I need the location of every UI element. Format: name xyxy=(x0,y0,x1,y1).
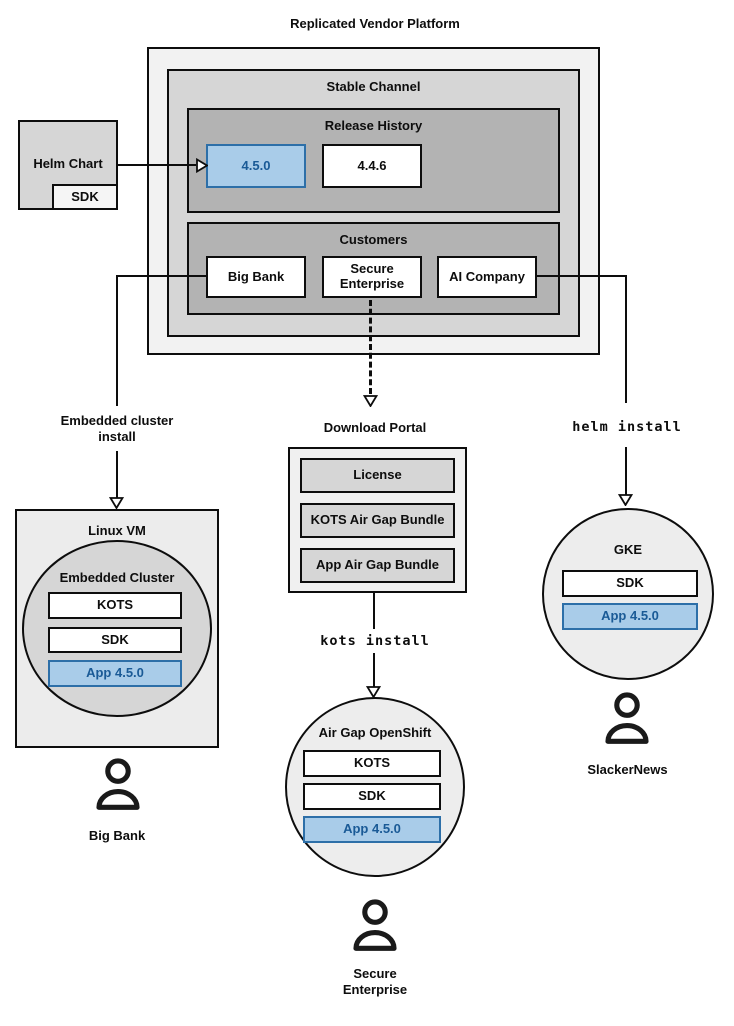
secure-flow-dashed-line xyxy=(369,300,372,394)
gke-circle: GKE SDK App 4.5.0 xyxy=(542,508,714,680)
component-app: App 4.5.0 xyxy=(303,816,441,843)
airgap-openshift-circle: Air Gap OpenShift KOTS SDK App 4.5.0 xyxy=(285,697,465,877)
slacker-flow-line-v1 xyxy=(625,275,627,403)
customers-label: Customers xyxy=(339,232,408,247)
slacker-flow-line-v2 xyxy=(625,447,627,495)
portal-item-app-bundle: App Air Gap Bundle xyxy=(300,548,455,583)
portal-item-license: License xyxy=(300,458,455,493)
big-bank-user-label: Big Bank xyxy=(88,828,146,843)
customer-node-big-bank: Big Bank xyxy=(206,256,306,298)
linux-vm-label: Linux VM xyxy=(88,523,146,538)
arrow-down-icon xyxy=(363,395,378,407)
component-kots: KOTS xyxy=(303,750,441,777)
download-portal-box: License KOTS Air Gap Bundle App Air Gap … xyxy=(288,447,467,593)
portal-item-kots-bundle: KOTS Air Gap Bundle xyxy=(300,503,455,538)
big-bank-flow-line-h xyxy=(117,275,206,277)
component-sdk: SDK xyxy=(48,627,182,653)
embedded-cluster-circle: Embedded Cluster KOTS SDK App 4.5.0 xyxy=(22,540,212,717)
user-icon-secure-enterprise xyxy=(349,899,401,955)
big-bank-flow-line-v2 xyxy=(116,451,118,498)
release-history-label: Release History xyxy=(324,118,423,133)
arrow-right-icon xyxy=(196,158,208,173)
release-history-box: Release History 4.5.0 4.4.6 xyxy=(187,108,560,213)
slackernews-user-label: SlackerNews xyxy=(587,762,668,777)
component-sdk: SDK xyxy=(303,783,441,810)
big-bank-flow-line-v1 xyxy=(116,275,118,406)
airgap-openshift-label: Air Gap OpenShift xyxy=(318,725,432,740)
download-portal-label: Download Portal xyxy=(323,420,427,435)
kots-install-label: kots install xyxy=(320,633,430,649)
kots-install-line-v2 xyxy=(373,653,375,687)
release-node-450: 4.5.0 xyxy=(206,144,306,188)
arrow-down-icon xyxy=(366,686,381,698)
diagram-title: Replicated Vendor Platform xyxy=(290,16,460,31)
helm-chart-sdk-chip: SDK xyxy=(52,184,118,210)
slacker-flow-line-h xyxy=(537,275,627,277)
linux-vm-box: Linux VM Embedded Cluster KOTS SDK App 4… xyxy=(15,509,219,748)
gke-label: GKE xyxy=(613,542,643,557)
customer-node-ai-company: AI Company xyxy=(437,256,537,298)
user-icon-big-bank xyxy=(92,758,144,814)
customers-box: Customers Big Bank Secure Enterprise AI … xyxy=(187,222,560,315)
customer-node-secure-enterprise: Secure Enterprise xyxy=(322,256,422,298)
kots-install-line-v1 xyxy=(373,593,375,629)
embedded-cluster-label: Embedded Cluster xyxy=(59,570,175,585)
secure-enterprise-user-label: Secure Enterprise xyxy=(342,966,408,998)
vendor-platform-box: Stable Channel Release History 4.5.0 4.4… xyxy=(147,47,600,355)
component-sdk: SDK xyxy=(562,570,698,597)
helm-chart-label: Helm Chart xyxy=(33,156,103,171)
component-app: App 4.5.0 xyxy=(562,603,698,630)
stable-channel-box: Stable Channel Release History 4.5.0 4.4… xyxy=(167,69,580,337)
helm-install-label: helm install xyxy=(572,419,682,435)
stable-channel-label: Stable Channel xyxy=(326,79,421,94)
helm-chart-box: Helm Chart SDK xyxy=(18,120,118,210)
release-node-446: 4.4.6 xyxy=(322,144,422,188)
component-app: App 4.5.0 xyxy=(48,660,182,687)
component-kots: KOTS xyxy=(48,592,182,619)
user-icon-slackernews xyxy=(601,692,653,748)
arrow-down-icon xyxy=(618,494,633,506)
arrow-down-icon xyxy=(109,497,124,509)
helm-chart-arrow-line xyxy=(118,164,196,166)
embedded-install-label: Embedded cluster install xyxy=(60,413,174,445)
